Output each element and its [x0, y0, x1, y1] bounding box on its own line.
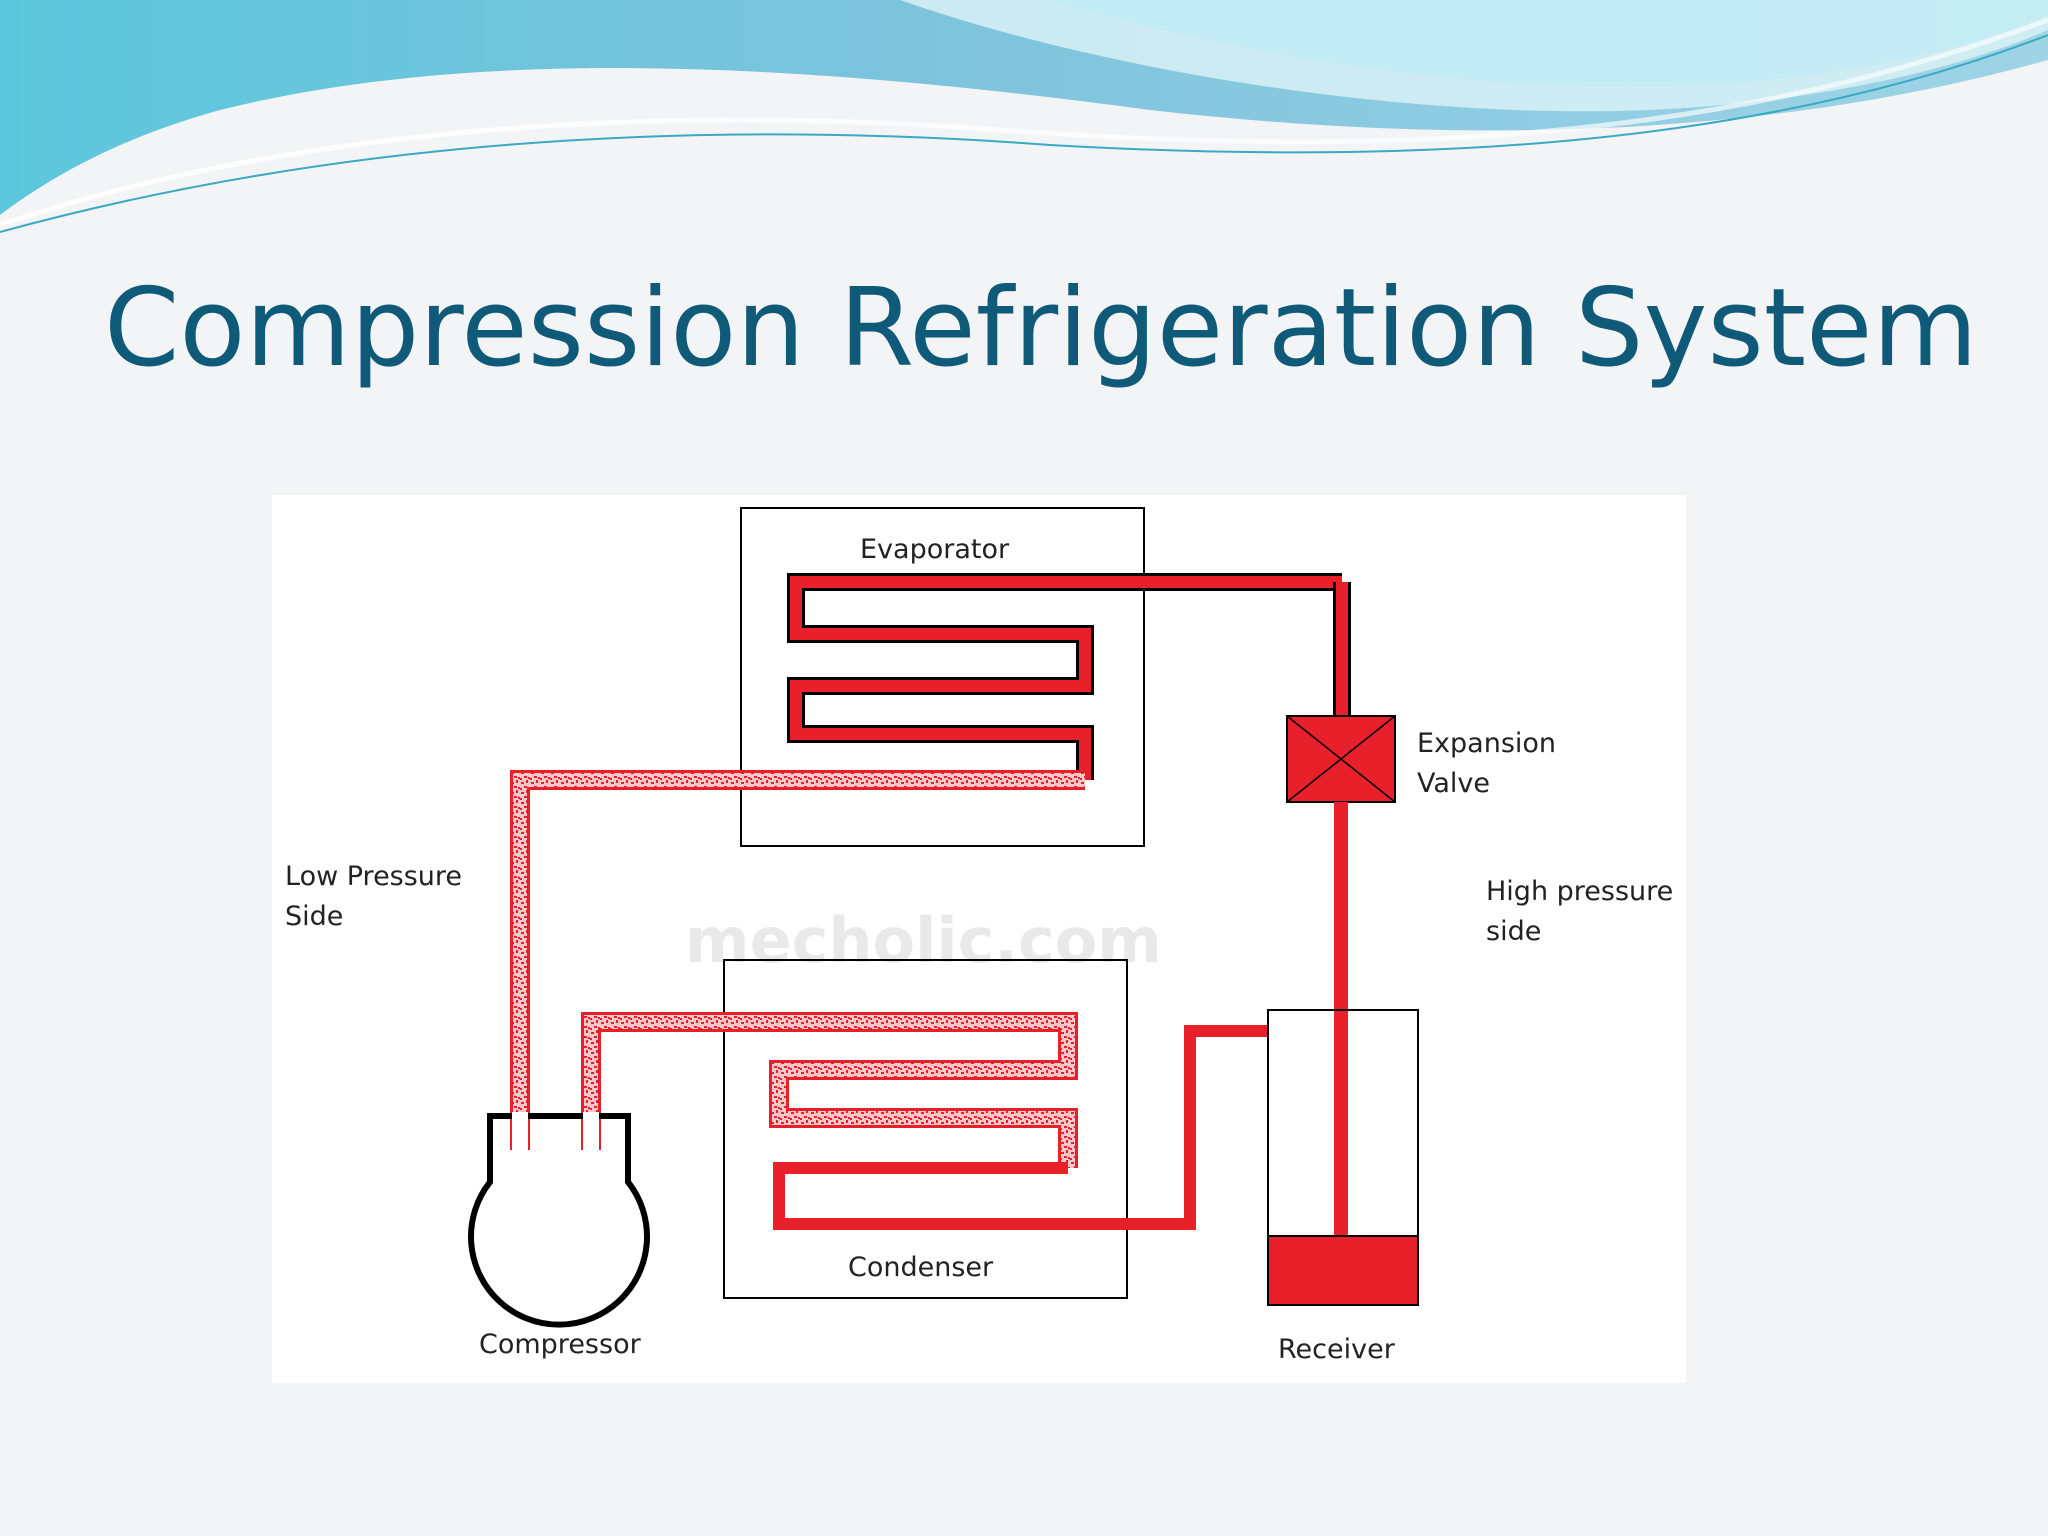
low-pressure-label-line1: Low Pressure	[285, 861, 462, 892]
condenser-coil	[773, 1025, 1268, 1230]
compressor-label: Compressor	[479, 1329, 642, 1360]
discharge-line	[581, 1012, 1078, 1168]
expansion-valve	[1286, 715, 1396, 803]
header-wave-decoration	[0, 0, 2048, 233]
high-pressure-label-line2: side	[1486, 916, 1541, 947]
receiver-label: Receiver	[1278, 1334, 1396, 1365]
condenser-label: Condenser	[848, 1252, 994, 1283]
condenser-box	[723, 959, 1128, 1299]
evaporator-label: Evaporator	[860, 534, 1010, 565]
evaporator-coil	[787, 573, 1342, 780]
slide-title: Compression Refrigeration System	[104, 266, 1978, 391]
evaporator-box	[740, 507, 1145, 847]
low-pressure-label-line2: Side	[285, 901, 343, 932]
watermark-text: mecholic.com	[685, 904, 1162, 977]
high-pressure-label-line1: High pressure	[1486, 876, 1673, 907]
compressor	[468, 1112, 650, 1328]
expansion-valve-label-line2: Valve	[1417, 768, 1490, 799]
receiver	[1267, 1009, 1419, 1306]
expansion-valve-label-line1: Expansion	[1417, 728, 1556, 759]
suction-line	[510, 770, 1085, 1150]
